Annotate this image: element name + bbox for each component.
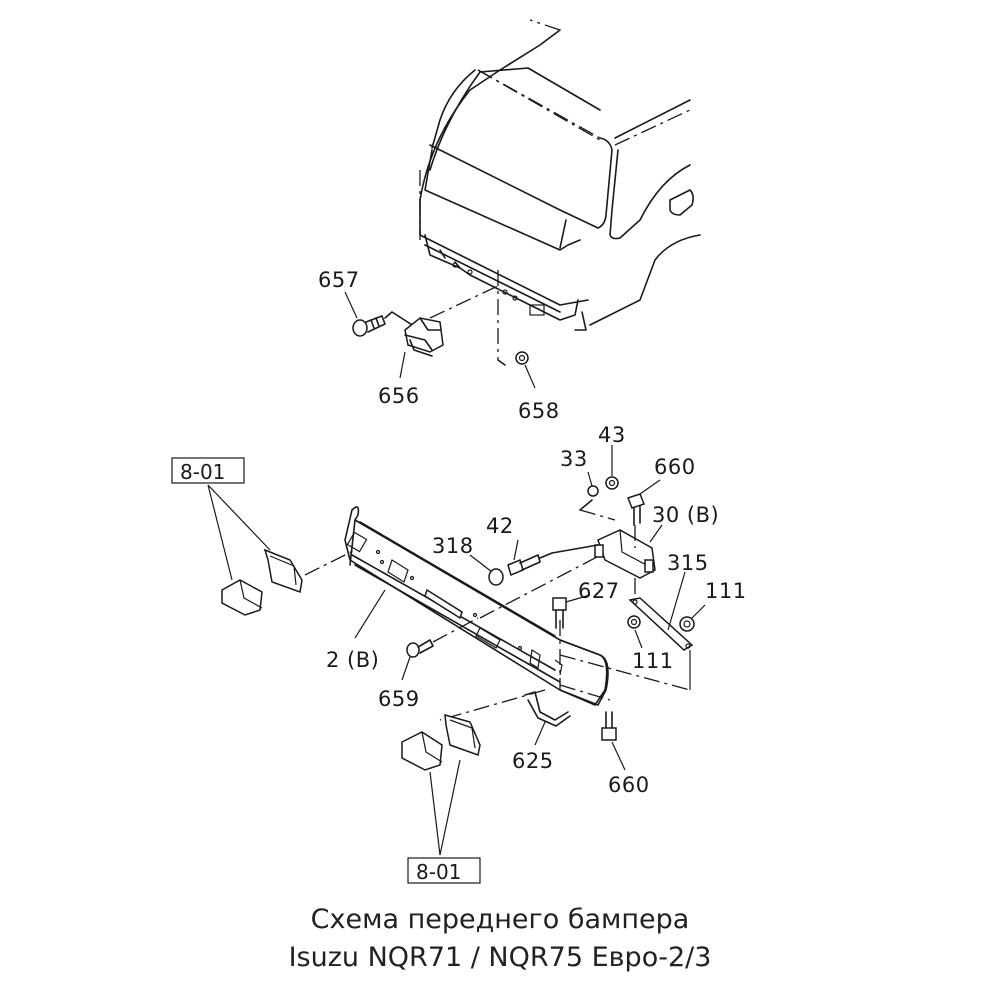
part-42-bolt — [507, 554, 541, 577]
part-315-stay — [628, 597, 694, 651]
caption-subtitle: Isuzu NQR71 / NQR75 Евро-2/3 — [288, 942, 712, 973]
label-42: 42 — [486, 514, 514, 538]
part-318-cap — [488, 568, 504, 586]
label-657: 657 — [318, 268, 360, 292]
label-315: 315 — [667, 551, 709, 575]
label-111-upper: 111 — [705, 579, 747, 603]
label-30b: 30 (B) — [652, 503, 719, 527]
caption-title: Схема переднего бампера — [310, 904, 690, 935]
label-33: 33 — [560, 447, 588, 471]
part-2b-bumper — [344, 506, 609, 706]
label-659: 659 — [378, 687, 420, 711]
part-659-screw — [406, 639, 434, 658]
part-625-bracket — [524, 691, 571, 727]
part-30b-bracket — [594, 529, 656, 579]
label-658: 658 — [518, 399, 560, 423]
label-656: 656 — [378, 384, 420, 408]
label-660-upper: 660 — [654, 455, 696, 479]
ref-box-upper-label: 8-01 — [180, 460, 225, 484]
ref-box-lower-label: 8-01 — [416, 860, 461, 884]
part-43-nut — [605, 476, 619, 490]
fog-lamp-left — [221, 548, 303, 616]
fog-lamp-right — [401, 713, 481, 771]
part-111-nut-lower — [627, 615, 641, 629]
part-658-nut — [515, 351, 529, 365]
part-660-bolt-lower — [601, 711, 617, 741]
part-111-nut-upper — [679, 616, 695, 632]
label-625: 625 — [512, 749, 554, 773]
label-627: 627 — [578, 579, 620, 603]
label-43: 43 — [598, 423, 626, 447]
label-2b: 2 (B) — [326, 648, 379, 672]
label-318: 318 — [432, 534, 474, 558]
part-33-washer — [587, 485, 599, 497]
truck-cab — [419, 19, 701, 331]
ref-box-upper — [171, 457, 245, 484]
label-111-lower: 111 — [632, 649, 674, 673]
label-660-lower: 660 — [608, 773, 650, 797]
part-660-bolt-upper — [627, 493, 645, 526]
part-627-bolt — [552, 597, 567, 629]
part-657-bolt — [352, 311, 421, 337]
ref-box-lower — [407, 857, 481, 884]
part-656-bracket — [404, 317, 444, 357]
